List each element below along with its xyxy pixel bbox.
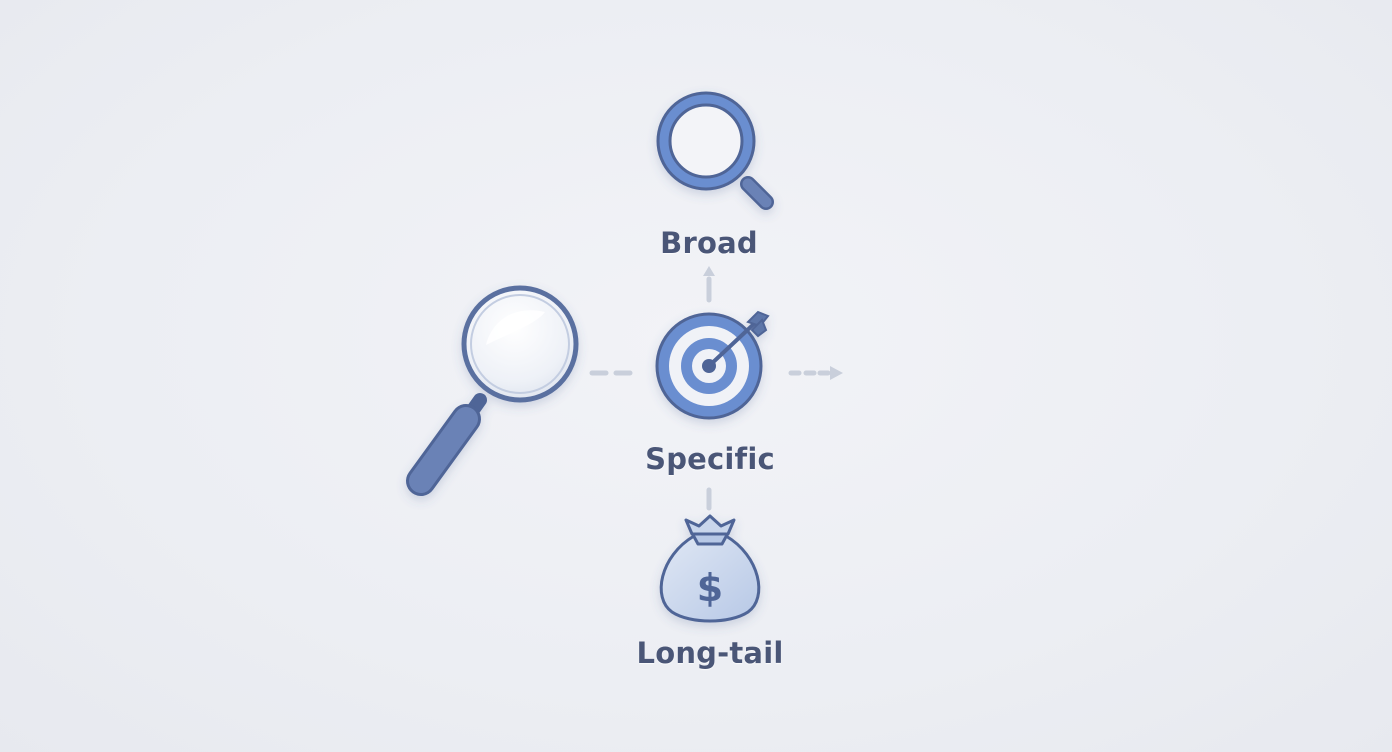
target-icon — [655, 310, 770, 420]
arrow-specific-to-broad — [703, 266, 715, 303]
svg-text:$: $ — [697, 566, 723, 610]
magnifying-glass-icon — [406, 285, 579, 496]
search-icon — [656, 91, 774, 210]
node-label-longtail: Long-tail — [636, 636, 784, 670]
node-label-broad: Broad — [660, 226, 758, 260]
money-bag-icon: $ — [659, 514, 761, 623]
node-label-specific: Specific — [645, 442, 775, 476]
arrow-specific-to-right — [788, 366, 843, 380]
